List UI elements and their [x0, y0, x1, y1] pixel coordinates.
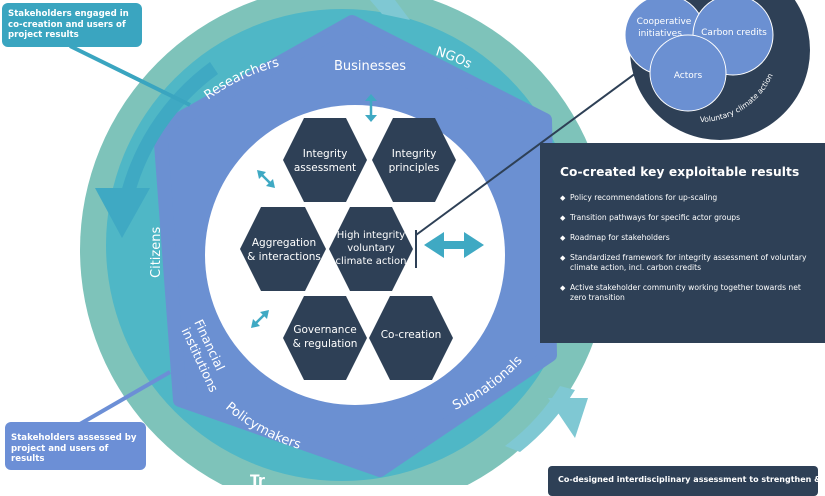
double-arrow-upper-left	[257, 170, 275, 188]
results-title: Co-created key exploitable results	[560, 165, 800, 179]
hexagon-cocreation-shape	[369, 296, 453, 380]
hexagon-integrity-assessment-shape	[283, 118, 367, 202]
double-arrow-results	[424, 232, 484, 258]
connector-line	[415, 69, 641, 236]
venn-label-carbon: Carbon credits	[701, 28, 767, 38]
callout-top-line	[69, 44, 191, 107]
stakeholder-diagram: Researchers NGOs Citizens Financial inst…	[69, 0, 810, 485]
results-item: Standardized framework for integrity ass…	[560, 253, 813, 273]
results-item: Policy recommendations for up-scaling	[560, 193, 813, 203]
results-item: Roadmap for stakeholders	[560, 233, 813, 243]
double-arrow-lower-left	[251, 310, 269, 328]
double-arrow-top	[365, 94, 377, 122]
assessment-box: Co-designed interdisciplinary assessment…	[548, 466, 818, 496]
ring-arrow-bottom-head	[548, 398, 588, 438]
venn-circle-actors	[649, 34, 727, 112]
hexagon-governance-shape	[283, 296, 367, 380]
results-item: Transition pathways for specific actor g…	[560, 213, 813, 223]
hexagon-cocreation-text: Co-creation	[381, 329, 442, 341]
ring-arrow-top	[370, 0, 410, 20]
hexagon-center-shape	[329, 207, 413, 291]
hexagon-governance-text: Governance& regulation	[293, 324, 358, 350]
results-list: Policy recommendations for up-scaling Tr…	[560, 193, 813, 303]
label-businesses: Businesses	[334, 59, 406, 74]
hexagon-integrity-principles-shape	[372, 118, 456, 202]
results-panel: Co-created key exploitable results Polic…	[540, 143, 825, 343]
ring-arrow-left-head	[95, 188, 150, 238]
ring-arrow-left	[118, 62, 218, 205]
callout-bottom-line	[78, 370, 172, 426]
callout-assessed-stakeholders: Stakeholders assessed by project and use…	[5, 422, 146, 470]
hexagon-aggregation-text: Aggregation& interactions	[247, 237, 321, 263]
callout-engaged-stakeholders: Stakeholders engaged in co-creation and …	[2, 3, 142, 47]
venn-label-actors: Actors	[674, 71, 703, 81]
label-truncated-bottom: Tr	[250, 473, 265, 485]
label-citizens: Citizens	[149, 227, 164, 278]
hexagon-aggregation-shape	[240, 207, 326, 291]
results-item: Active stakeholder community working tog…	[560, 283, 813, 303]
